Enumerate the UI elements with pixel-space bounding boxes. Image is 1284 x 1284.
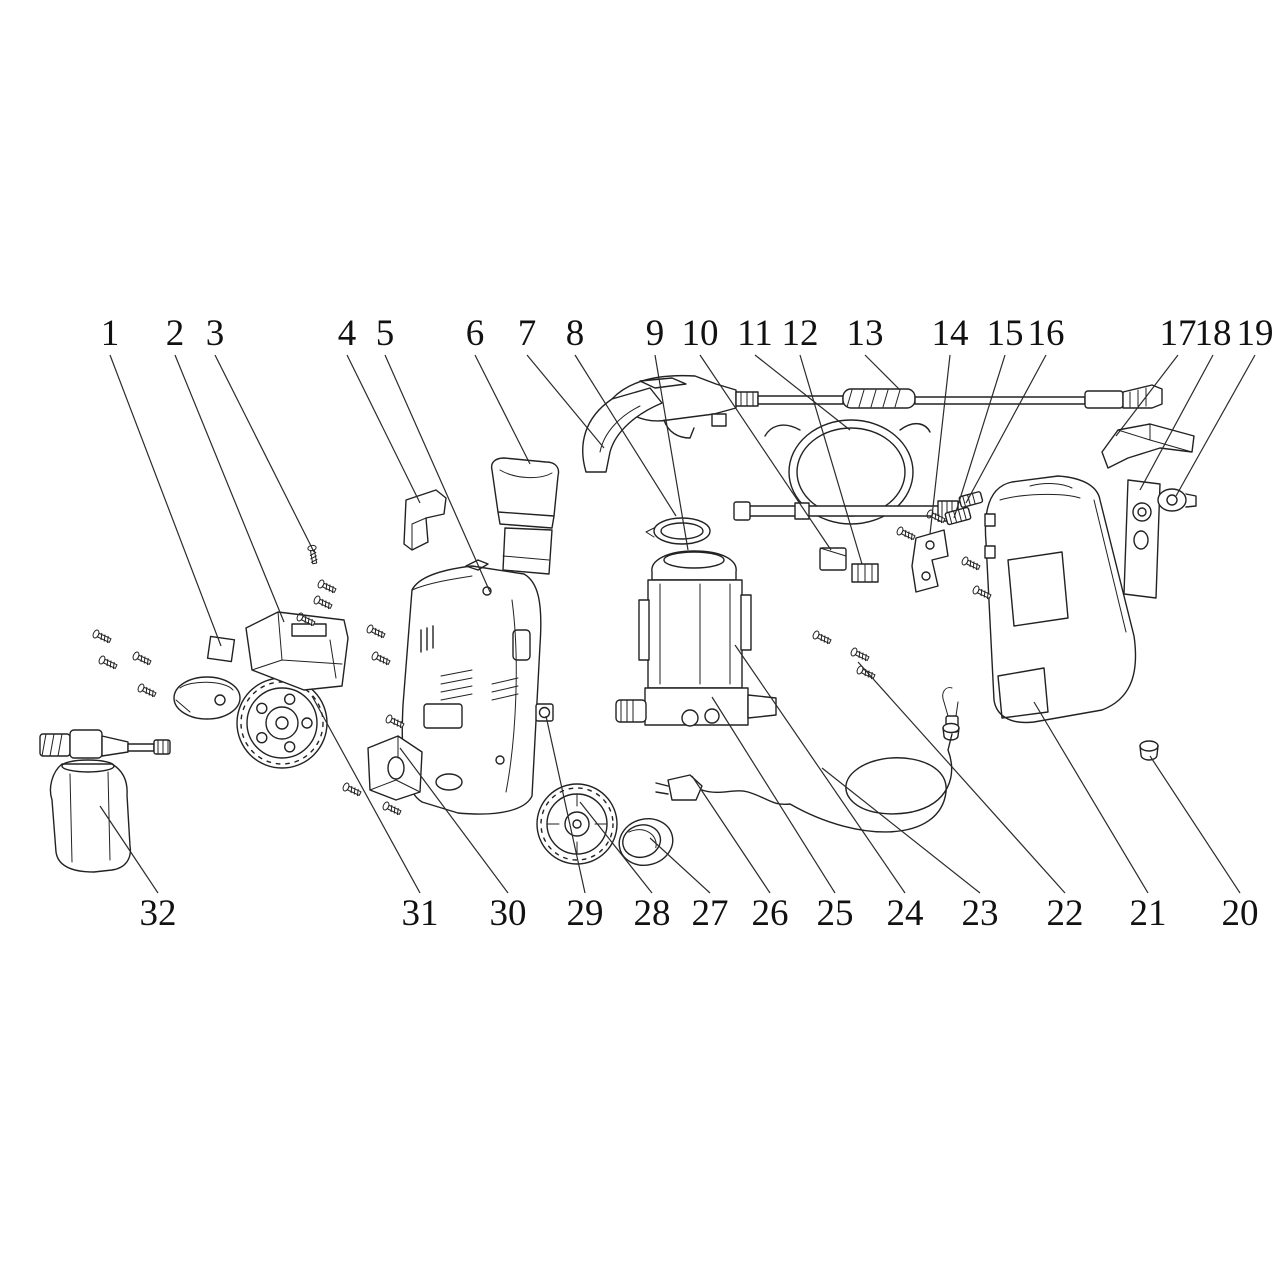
callout-number-5: 5 [376, 313, 395, 354]
callout-number-25: 25 [817, 893, 854, 934]
callout-number-15: 15 [987, 313, 1024, 354]
callout-leader-29 [545, 715, 586, 894]
callout-number-2: 2 [166, 313, 185, 354]
wheel-left [236, 677, 328, 769]
callout-leader-13 [864, 354, 901, 391]
side-cap [173, 676, 241, 720]
callout-number-8: 8 [566, 313, 585, 354]
lance-wand [757, 384, 1163, 409]
callout-number-20: 20 [1222, 893, 1259, 934]
coupler-lower [944, 506, 972, 526]
callout-number-9: 9 [646, 313, 665, 354]
callout-leader-32 [99, 805, 159, 894]
callout-leader-8 [574, 354, 677, 517]
callout-leader-20 [1149, 755, 1241, 894]
callout-number-23: 23 [962, 893, 999, 934]
callout-number-7: 7 [518, 313, 537, 354]
handle-bracket [245, 611, 349, 691]
knob [1157, 488, 1197, 512]
callout-leader-17 [1115, 354, 1179, 437]
callout-number-10: 10 [682, 313, 719, 354]
callout-number-31: 31 [402, 893, 439, 934]
callout-leader-18 [1139, 354, 1214, 491]
callout-leader-12 [799, 354, 863, 565]
callout-number-27: 27 [692, 893, 729, 934]
callout-leader-30 [399, 747, 509, 894]
callout-leader-24 [734, 644, 906, 894]
coupler-upper [958, 491, 984, 508]
foot-bracket [367, 735, 423, 801]
main-housing [401, 559, 542, 815]
callout-leader-28 [579, 801, 653, 894]
terminal-block [851, 563, 879, 583]
callout-number-29: 29 [567, 893, 604, 934]
mount-bracket [911, 529, 949, 593]
callout-number-1: 1 [101, 313, 120, 354]
top-cover-strip [1101, 423, 1195, 469]
callout-number-28: 28 [634, 893, 671, 934]
callout-number-17: 17 [1160, 313, 1197, 354]
plate [206, 635, 236, 663]
callout-number-4: 4 [338, 313, 357, 354]
callout-leader-31 [311, 695, 421, 894]
square-nut [535, 703, 554, 722]
callout-leader-14 [929, 354, 951, 535]
hub-cap [618, 818, 674, 866]
callout-number-32: 32 [140, 893, 177, 934]
callout-leader-10 [699, 354, 832, 551]
callout-leader-3 [214, 354, 315, 553]
callout-number-12: 12 [782, 313, 819, 354]
callout-leader-19 [1175, 354, 1256, 497]
callout-number-22: 22 [1047, 893, 1084, 934]
callout-number-19: 19 [1237, 313, 1274, 354]
callout-leader-11 [754, 354, 851, 431]
callout-leader-23 [821, 767, 981, 894]
rubber-cap-right [1139, 740, 1159, 761]
callout-number-16: 16 [1028, 313, 1065, 354]
micro-switch [819, 547, 847, 571]
callout-leader-2 [174, 354, 285, 623]
rubber-cap-mid [942, 722, 960, 741]
power-cord [655, 687, 959, 833]
callout-number-30: 30 [490, 893, 527, 934]
high-pressure-hose [764, 419, 931, 525]
callout-leader-25 [711, 696, 836, 894]
callout-number-13: 13 [847, 313, 884, 354]
support-bracket [403, 489, 447, 551]
side-panel [1123, 479, 1161, 599]
callout-leader-7 [526, 354, 605, 449]
callout-leader-4 [346, 354, 421, 504]
callout-leader-9 [654, 354, 689, 551]
callout-leader-6 [474, 354, 531, 465]
callout-leader-22 [857, 661, 1066, 894]
callout-number-24: 24 [887, 893, 924, 934]
callout-number-11: 11 [737, 313, 773, 354]
motor-pump-assembly [615, 550, 777, 727]
foam-cannon [39, 729, 171, 873]
callout-number-14: 14 [932, 313, 969, 354]
callout-number-6: 6 [466, 313, 485, 354]
callout-number-21: 21 [1130, 893, 1167, 934]
callout-leader-21 [1033, 701, 1149, 894]
callout-leader-5 [384, 354, 491, 593]
callout-leader-26 [691, 775, 771, 894]
callout-number-26: 26 [752, 893, 789, 934]
callout-number-3: 3 [206, 313, 225, 354]
callout-leader-15 [953, 354, 1006, 519]
callout-number-18: 18 [1195, 313, 1232, 354]
clamp-ring [645, 517, 711, 545]
callout-leader-1 [109, 354, 222, 647]
spray-gun [582, 374, 759, 473]
right-housing [984, 475, 1137, 724]
callout-leader-16 [965, 354, 1047, 504]
gun-holder [490, 457, 560, 575]
wheel-bottom [536, 783, 618, 865]
callout-leader-27 [649, 837, 711, 894]
